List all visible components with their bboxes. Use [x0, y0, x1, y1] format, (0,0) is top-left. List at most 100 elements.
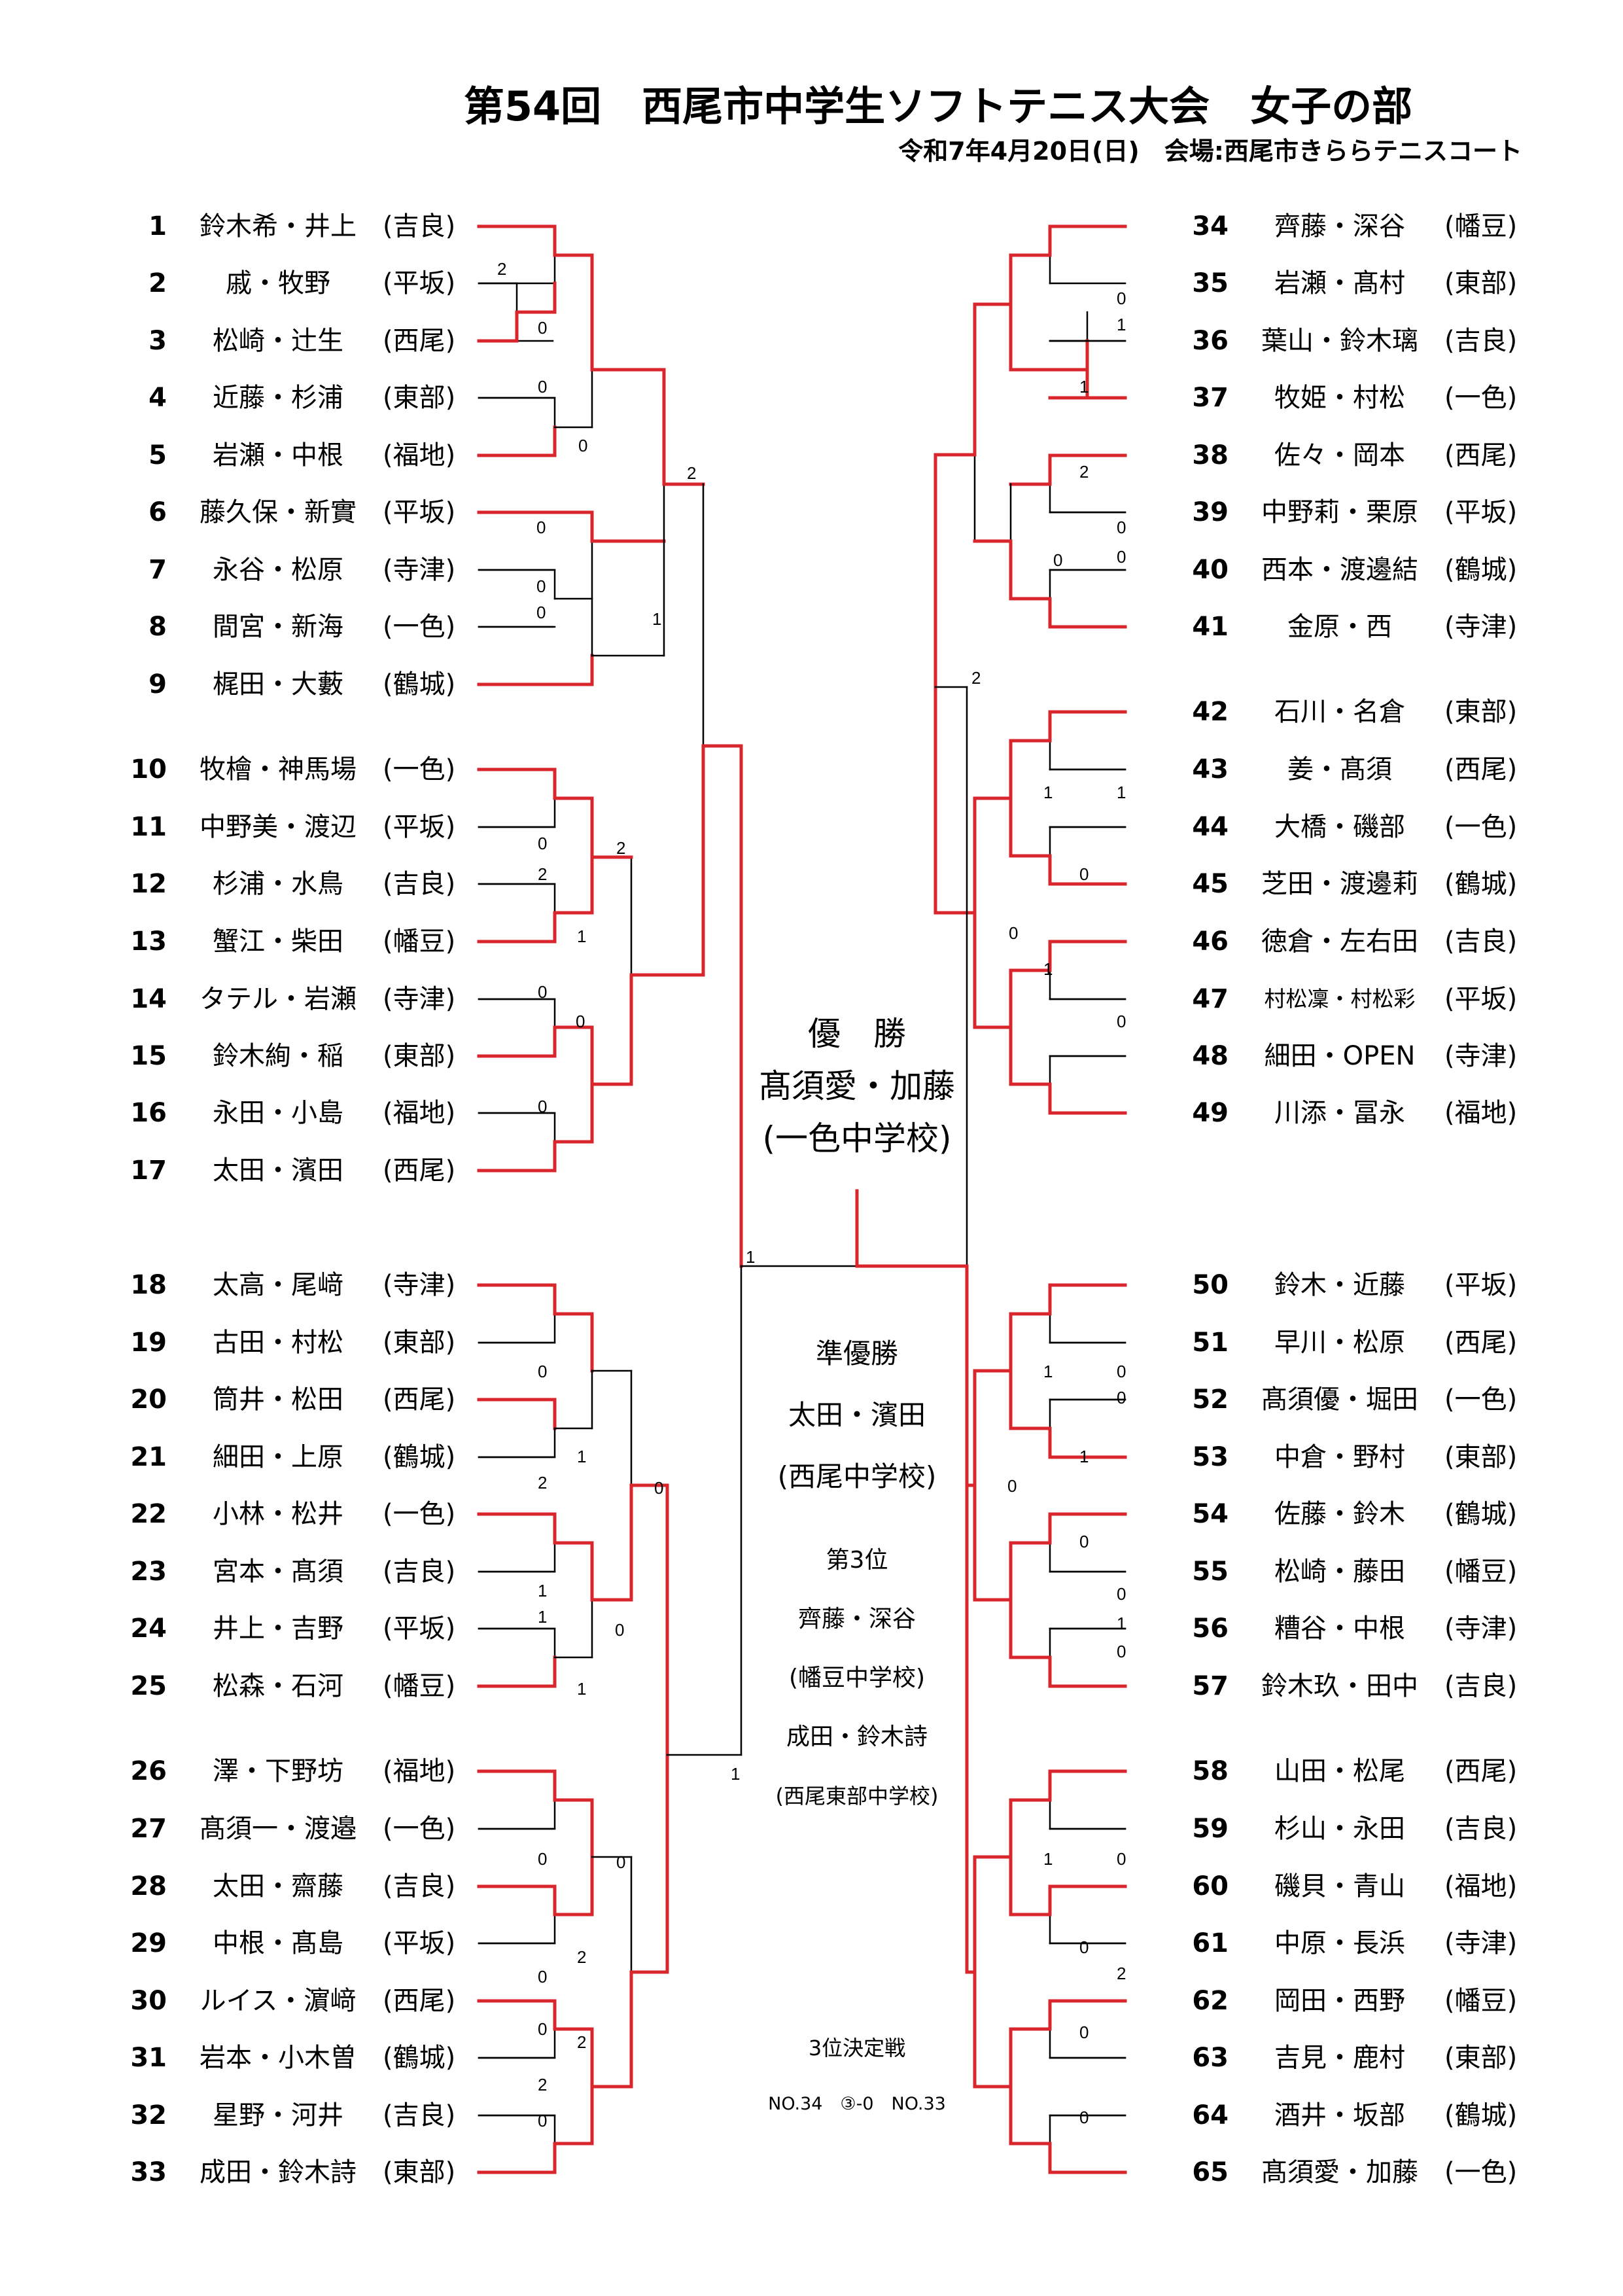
entry-school: (一色) [383, 612, 456, 642]
entry-school: (一色) [1444, 812, 1518, 842]
entry-number: 16 [130, 1098, 167, 1128]
entry-number: 21 [130, 1442, 167, 1472]
entry-names: 芝田・渡邊莉 [1261, 869, 1418, 899]
entry-number: 39 [1192, 497, 1229, 527]
entry-number: 43 [1192, 754, 1229, 785]
match-score: 1 [577, 927, 586, 946]
entry-school: (吉良) [383, 2100, 456, 2130]
entry-school: (寺津) [1444, 1041, 1518, 1071]
entry-school: (西尾) [383, 1385, 456, 1415]
entry-names: 佐藤・鈴木 [1274, 1499, 1405, 1529]
entry-names: 牧姫・村松 [1274, 383, 1405, 413]
runnerup-school: (西尾中学校) [777, 1460, 937, 1492]
page-title: 第54回 西尾市中学生ソフトテニス大会 女子の部 [463, 82, 1413, 130]
entry-names: 磯貝・青山 [1274, 1871, 1405, 1901]
third-place-box: 第3位 齊藤・深谷 (幡豆中学校) 成田・鈴木詩 (西尾東部中学校) [746, 1531, 968, 1826]
match-score: 1 [538, 1607, 547, 1627]
entry-names: 中倉・野村 [1274, 1442, 1405, 1472]
entry-school: (福地) [1444, 1098, 1518, 1128]
entry-school: (福地) [383, 1098, 456, 1128]
third-place-1-names: 齊藤・深谷 [797, 1606, 916, 1633]
entry-number: 42 [1192, 697, 1229, 727]
match-score: 1 [731, 1764, 740, 1784]
match-score: 0 [538, 1362, 547, 1381]
entry-names: 筒井・松田 [213, 1385, 343, 1415]
entry-school: (鶴城) [1444, 2100, 1518, 2130]
match-score: 1 [1079, 377, 1089, 397]
entry-school: (西尾) [383, 1156, 456, 1186]
entry-school: (鶴城) [1444, 869, 1518, 899]
third-place-1-school: (幡豆中学校) [788, 1665, 926, 1691]
entry-school: (吉良) [383, 1871, 456, 1901]
entry-number: 9 [148, 669, 167, 699]
entry-school: (東部) [1444, 2043, 1518, 2073]
entry-school: (鶴城) [383, 1442, 456, 1472]
entry-number: 56 [1192, 1614, 1229, 1644]
entry-school: (平坂) [383, 497, 456, 527]
entry-row: 26 澤・下野坊 (福地) [121, 1752, 487, 1791]
entry-names: 山田・松尾 [1274, 1756, 1405, 1786]
entry-school: (吉良) [1444, 1671, 1518, 1701]
match-score: 2 [971, 668, 981, 688]
match-score: 0 [1079, 2022, 1089, 2042]
entry-names: 髙須一・渡邉 [200, 1814, 357, 1844]
match-score: 1 [538, 1581, 547, 1600]
entry-names: 早川・松原 [1274, 1328, 1405, 1358]
entry-number: 26 [130, 1756, 167, 1786]
match-score: 1 [577, 1447, 586, 1466]
runnerup-box: 準優勝 太田・濱田 (西尾中学校) [746, 1323, 968, 1508]
third-place-label: 第3位 [826, 1547, 888, 1574]
entry-school: (西尾) [1444, 440, 1518, 470]
entry-names: 髙須優・堀田 [1261, 1385, 1418, 1415]
entry-names: 太田・濱田 [213, 1156, 343, 1186]
entry-number: 13 [130, 927, 167, 957]
third-place-2-school: (西尾東部中学校) [775, 1784, 939, 1809]
match-score: 2 [616, 838, 625, 858]
entry-number: 25 [130, 1671, 167, 1701]
entry-names: 鈴木希・井上 [200, 211, 357, 241]
entry-school: (鶴城) [1444, 555, 1518, 585]
entry-names: 松森・石河 [213, 1671, 343, 1701]
entry-names: 石川・名倉 [1274, 697, 1405, 727]
entry-school: (福地) [383, 1756, 456, 1786]
match-score: 0 [1117, 1388, 1126, 1407]
entry-names: 村松凜・村松彩 [1264, 986, 1416, 1012]
entry-names: 澤・下野坊 [213, 1756, 343, 1786]
entry-names: 佐々・岡本 [1274, 440, 1405, 470]
entry-names: 鈴木絢・稲 [213, 1041, 343, 1071]
entry-school: (吉良) [383, 869, 456, 899]
entry-number: 54 [1192, 1499, 1229, 1529]
entry-number: 48 [1192, 1041, 1229, 1071]
entry-number: 1 [148, 211, 167, 241]
match-score: 0 [615, 1620, 624, 1640]
entry-school: (平坂) [1444, 984, 1518, 1014]
entry-number: 24 [130, 1614, 167, 1644]
match-score: 0 [654, 1478, 663, 1498]
entry-number: 63 [1192, 2043, 1229, 2073]
match-score: 0 [538, 318, 547, 338]
entry-number: 29 [130, 1928, 167, 1958]
entry-number: 31 [130, 2043, 167, 2073]
entry-number: 11 [130, 812, 167, 842]
entry-names: 近藤・杉浦 [213, 383, 343, 413]
